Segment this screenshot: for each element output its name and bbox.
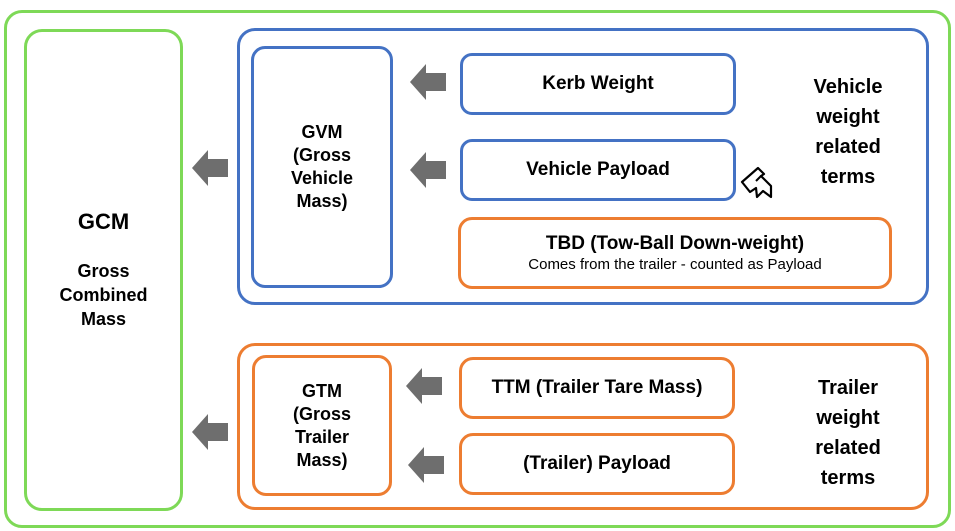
left-arrow-icon (410, 64, 446, 100)
gcm-title: GCM (77, 209, 130, 234)
trailer-payload-label: (Trailer) Payload (523, 453, 671, 474)
vehicle-payload-box: Vehicle Payload (460, 139, 736, 201)
gvm-box: GVM (Gross Vehicle Mass) (251, 46, 393, 288)
left-arrow-icon (192, 150, 228, 186)
tbd-box: TBD (Tow-Ball Down-weight) Comes from th… (458, 217, 892, 289)
hand-pointer-icon (740, 166, 773, 199)
gcm-box: GCM Gross Combined Mass (24, 29, 183, 511)
vehicle-weight-terms-label: Vehicle weight related terms (813, 76, 883, 188)
kerb-weight-label: Kerb Weight (542, 73, 654, 94)
tbd-note: Comes from the trailer - counted as Payl… (528, 256, 822, 273)
left-arrow-icon (408, 447, 444, 483)
ttm-box: TTM (Trailer Tare Mass) (459, 357, 735, 419)
gtm-label: GTM (Gross Trailer Mass) (292, 380, 352, 470)
left-arrow-icon (410, 152, 446, 188)
trailer-weight-terms-label: Trailer weight related terms (815, 377, 881, 489)
gcm-subtitle: Gross Combined Mass (59, 261, 148, 329)
left-arrow-icon (406, 368, 442, 404)
trailer-payload-box: (Trailer) Payload (459, 433, 735, 495)
gvm-label: GVM (Gross Vehicle Mass) (290, 122, 354, 211)
left-arrow-icon (192, 414, 228, 450)
tbd-title: TBD (Tow-Ball Down-weight) (545, 233, 805, 254)
kerb-weight-box: Kerb Weight (460, 53, 736, 115)
ttm-label: TTM (Trailer Tare Mass) (491, 377, 703, 398)
gtm-box: GTM (Gross Trailer Mass) (252, 355, 392, 496)
vehicle-payload-label: Vehicle Payload (526, 159, 670, 180)
